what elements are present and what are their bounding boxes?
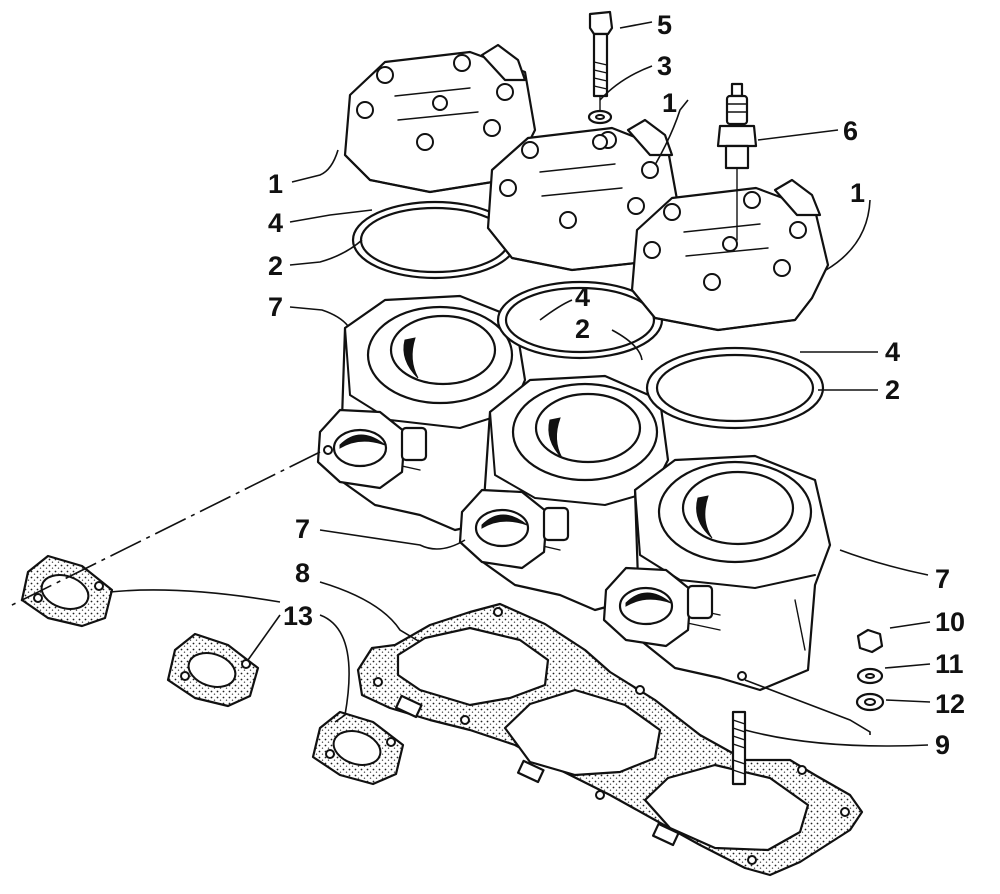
cylinder-nut: [856, 628, 884, 654]
callout-10: 10: [935, 607, 965, 637]
callout-12: 12: [935, 689, 965, 719]
callout-4-right: 4: [885, 337, 900, 367]
callout-11: 11: [935, 649, 964, 679]
base-gasket: [356, 602, 864, 877]
callout-1-left: 1: [268, 169, 283, 199]
callout-6: 6: [843, 116, 858, 146]
callout-1-middle: 1: [662, 88, 677, 118]
callout-2-left: 2: [268, 251, 283, 281]
callout-3: 3: [657, 51, 672, 81]
cylinder-head-1: [343, 43, 537, 194]
callout-1-right: 1: [850, 178, 865, 208]
callout-4-left: 4: [268, 208, 283, 238]
cylinder-1: [316, 294, 527, 532]
callout-2-middle: 2: [575, 314, 590, 344]
callout-7-left: 7: [268, 292, 283, 322]
callout-labels: 1 4 2 7 5 3 1 6 1 4 2 4 2 7 8 7 13 10 11…: [268, 10, 965, 760]
flat-washer: [855, 692, 885, 712]
lock-washer: [856, 667, 884, 685]
spark-plug: [716, 82, 758, 241]
exhaust-gaskets: [20, 554, 405, 786]
head-gasket-rings: [351, 200, 825, 430]
cylinder-2: [458, 374, 670, 612]
callout-8: 8: [295, 558, 310, 588]
callout-7-right: 7: [935, 564, 950, 594]
cylinder-3: [602, 454, 832, 692]
callout-9: 9: [935, 730, 950, 760]
leader-lines: [9, 21, 931, 747]
cylinder-head-2: [486, 118, 680, 272]
callout-7-middle: 7: [295, 514, 310, 544]
callout-13: 13: [283, 601, 313, 631]
cylinder-head-3: [630, 178, 830, 332]
head-bolt: [588, 10, 614, 111]
bolt-washer: [587, 109, 613, 125]
callout-2-right: 2: [885, 375, 900, 405]
callout-5: 5: [657, 10, 672, 40]
cylinder-stud: [731, 710, 747, 786]
callout-4-middle: 4: [575, 282, 590, 312]
